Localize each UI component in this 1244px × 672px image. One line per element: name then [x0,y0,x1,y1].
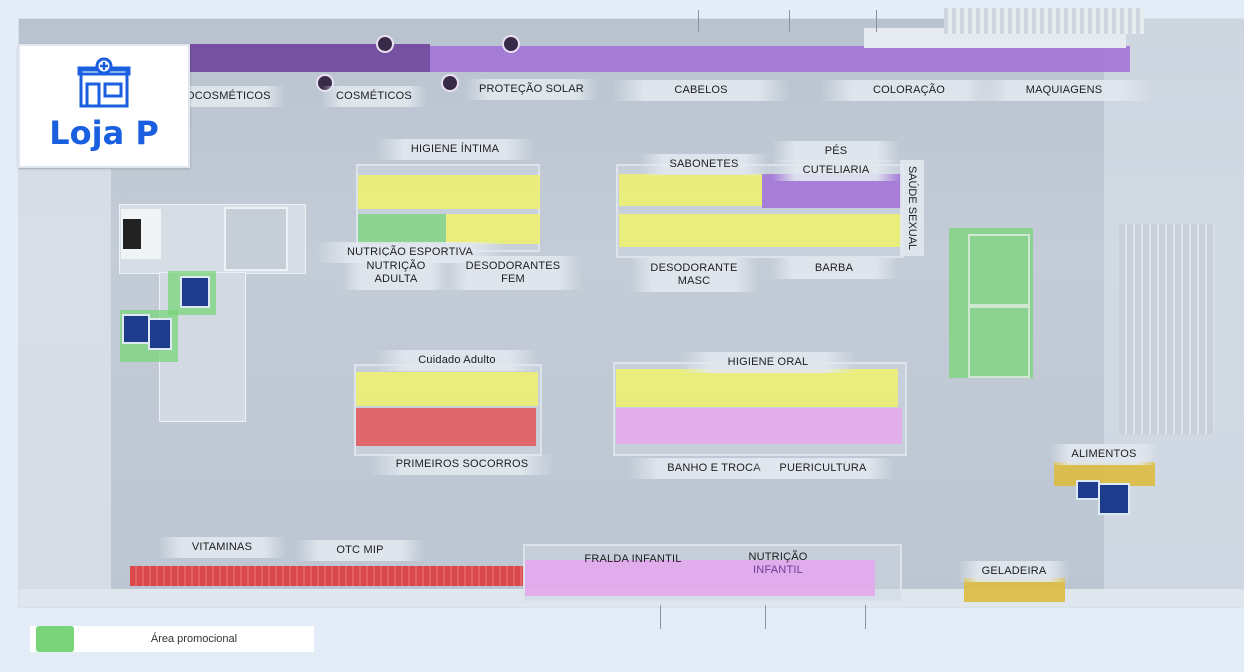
zone-primeiros-socorros [356,408,536,446]
zone-fralda-nutricao-infantil [525,560,875,596]
label-dermocosmeticos: OCOSMÉTICOS [172,86,285,107]
zone-geladeira [964,578,1065,602]
top-wall-purple-band [430,46,1130,72]
label-maquiagens: MAQUIAGENS [975,80,1153,101]
guide-line [698,10,699,32]
label-line: DESODORANTE [650,262,738,274]
zone-nutricao-esportiva [358,214,446,244]
label-sabonetes: SABONETES [640,154,768,175]
label-line: FEM [501,273,525,285]
guide-line [876,10,877,32]
label-line: MASC [677,275,711,287]
label-fralda-infantil: FRALDA INFANTIL [584,553,682,565]
label-geladeira: GELADEIRA [958,561,1070,582]
label-puericultura: PUERICULTURA [752,458,894,479]
label-protecao-solar: PROTEÇÃO SOLAR [465,79,598,100]
store-logo-card: Loja P [18,44,190,168]
label-line: NUTRIÇÃO [366,260,426,272]
label-saude-sexual: SAÚDE SEXUAL [906,165,918,251]
pin-marker [502,35,520,53]
product-display-box [1076,480,1100,500]
zone-sabonetes [619,174,762,206]
product-display-box [148,318,172,350]
store-name: Loja P [49,114,159,152]
label-primeiros-socorros: PRIMEIROS SOCORROS [370,454,554,475]
zone-vitaminas-otc [130,566,525,586]
guide-line [789,10,790,32]
counter-sink [224,207,288,271]
legend-swatch [36,626,74,652]
product-display-box [122,314,150,344]
label-line: DESODORANTES [465,260,561,272]
saude-sexual-tag: SAÚDE SEXUAL [900,160,924,256]
fridge-door [968,234,1030,306]
zone-banho-puericultura [616,408,902,444]
label-line: INFANTIL [753,564,803,576]
label-line: ADULTA [374,273,418,285]
top-ventilation [944,8,1144,34]
zone-cuidado-adulto [356,372,538,406]
guide-line [865,605,866,629]
dermocosmeticos-wall-band [185,44,430,72]
entrance-shutter [1119,224,1214,434]
zone-desodorantes-fem [446,214,540,244]
label-higiene-intima: HIGIENE ÍNTIMA [376,139,534,160]
label-coloracao: COLORAÇÃO [820,80,998,101]
product-display-box [1098,483,1130,515]
zone-desodorante-masc-barba [619,214,902,247]
label-alimentos: ALIMENTOS [1050,444,1158,465]
left-wall [19,169,111,607]
register-screen [123,219,141,249]
label-cabelos: CABELOS [612,80,790,101]
label-otc-mip: OTC MIP [296,540,424,561]
label-pes: PÉS [772,141,900,162]
guide-line [765,605,766,629]
zone-promocional-right [949,228,1033,378]
label-line: NUTRIÇÃO [748,551,808,563]
label-cuteliaria: CUTELIARIA [772,160,900,181]
fridge-door [968,306,1030,378]
legend-label: Área promocional [150,633,238,645]
zone-higiene-oral [616,369,898,407]
guide-line [660,605,661,629]
label-vitaminas: VITAMINAS [158,537,286,558]
pin-marker [376,35,394,53]
zone-alimentos [1054,462,1155,486]
product-display-box [180,276,210,308]
label-cosmeticos: COSMÉTICOS [322,86,426,107]
store-icon [77,56,131,110]
zone-higiene-intima [358,175,540,209]
label-higiene-oral: HIGIENE ORAL [680,352,856,373]
store-floor-plan [18,18,1244,608]
label-barba: BARBA [770,258,898,279]
pin-marker [441,74,459,92]
legend: Área promocional [30,626,314,652]
label-cuidado-adulto: Cuidado Adulto [376,350,538,371]
